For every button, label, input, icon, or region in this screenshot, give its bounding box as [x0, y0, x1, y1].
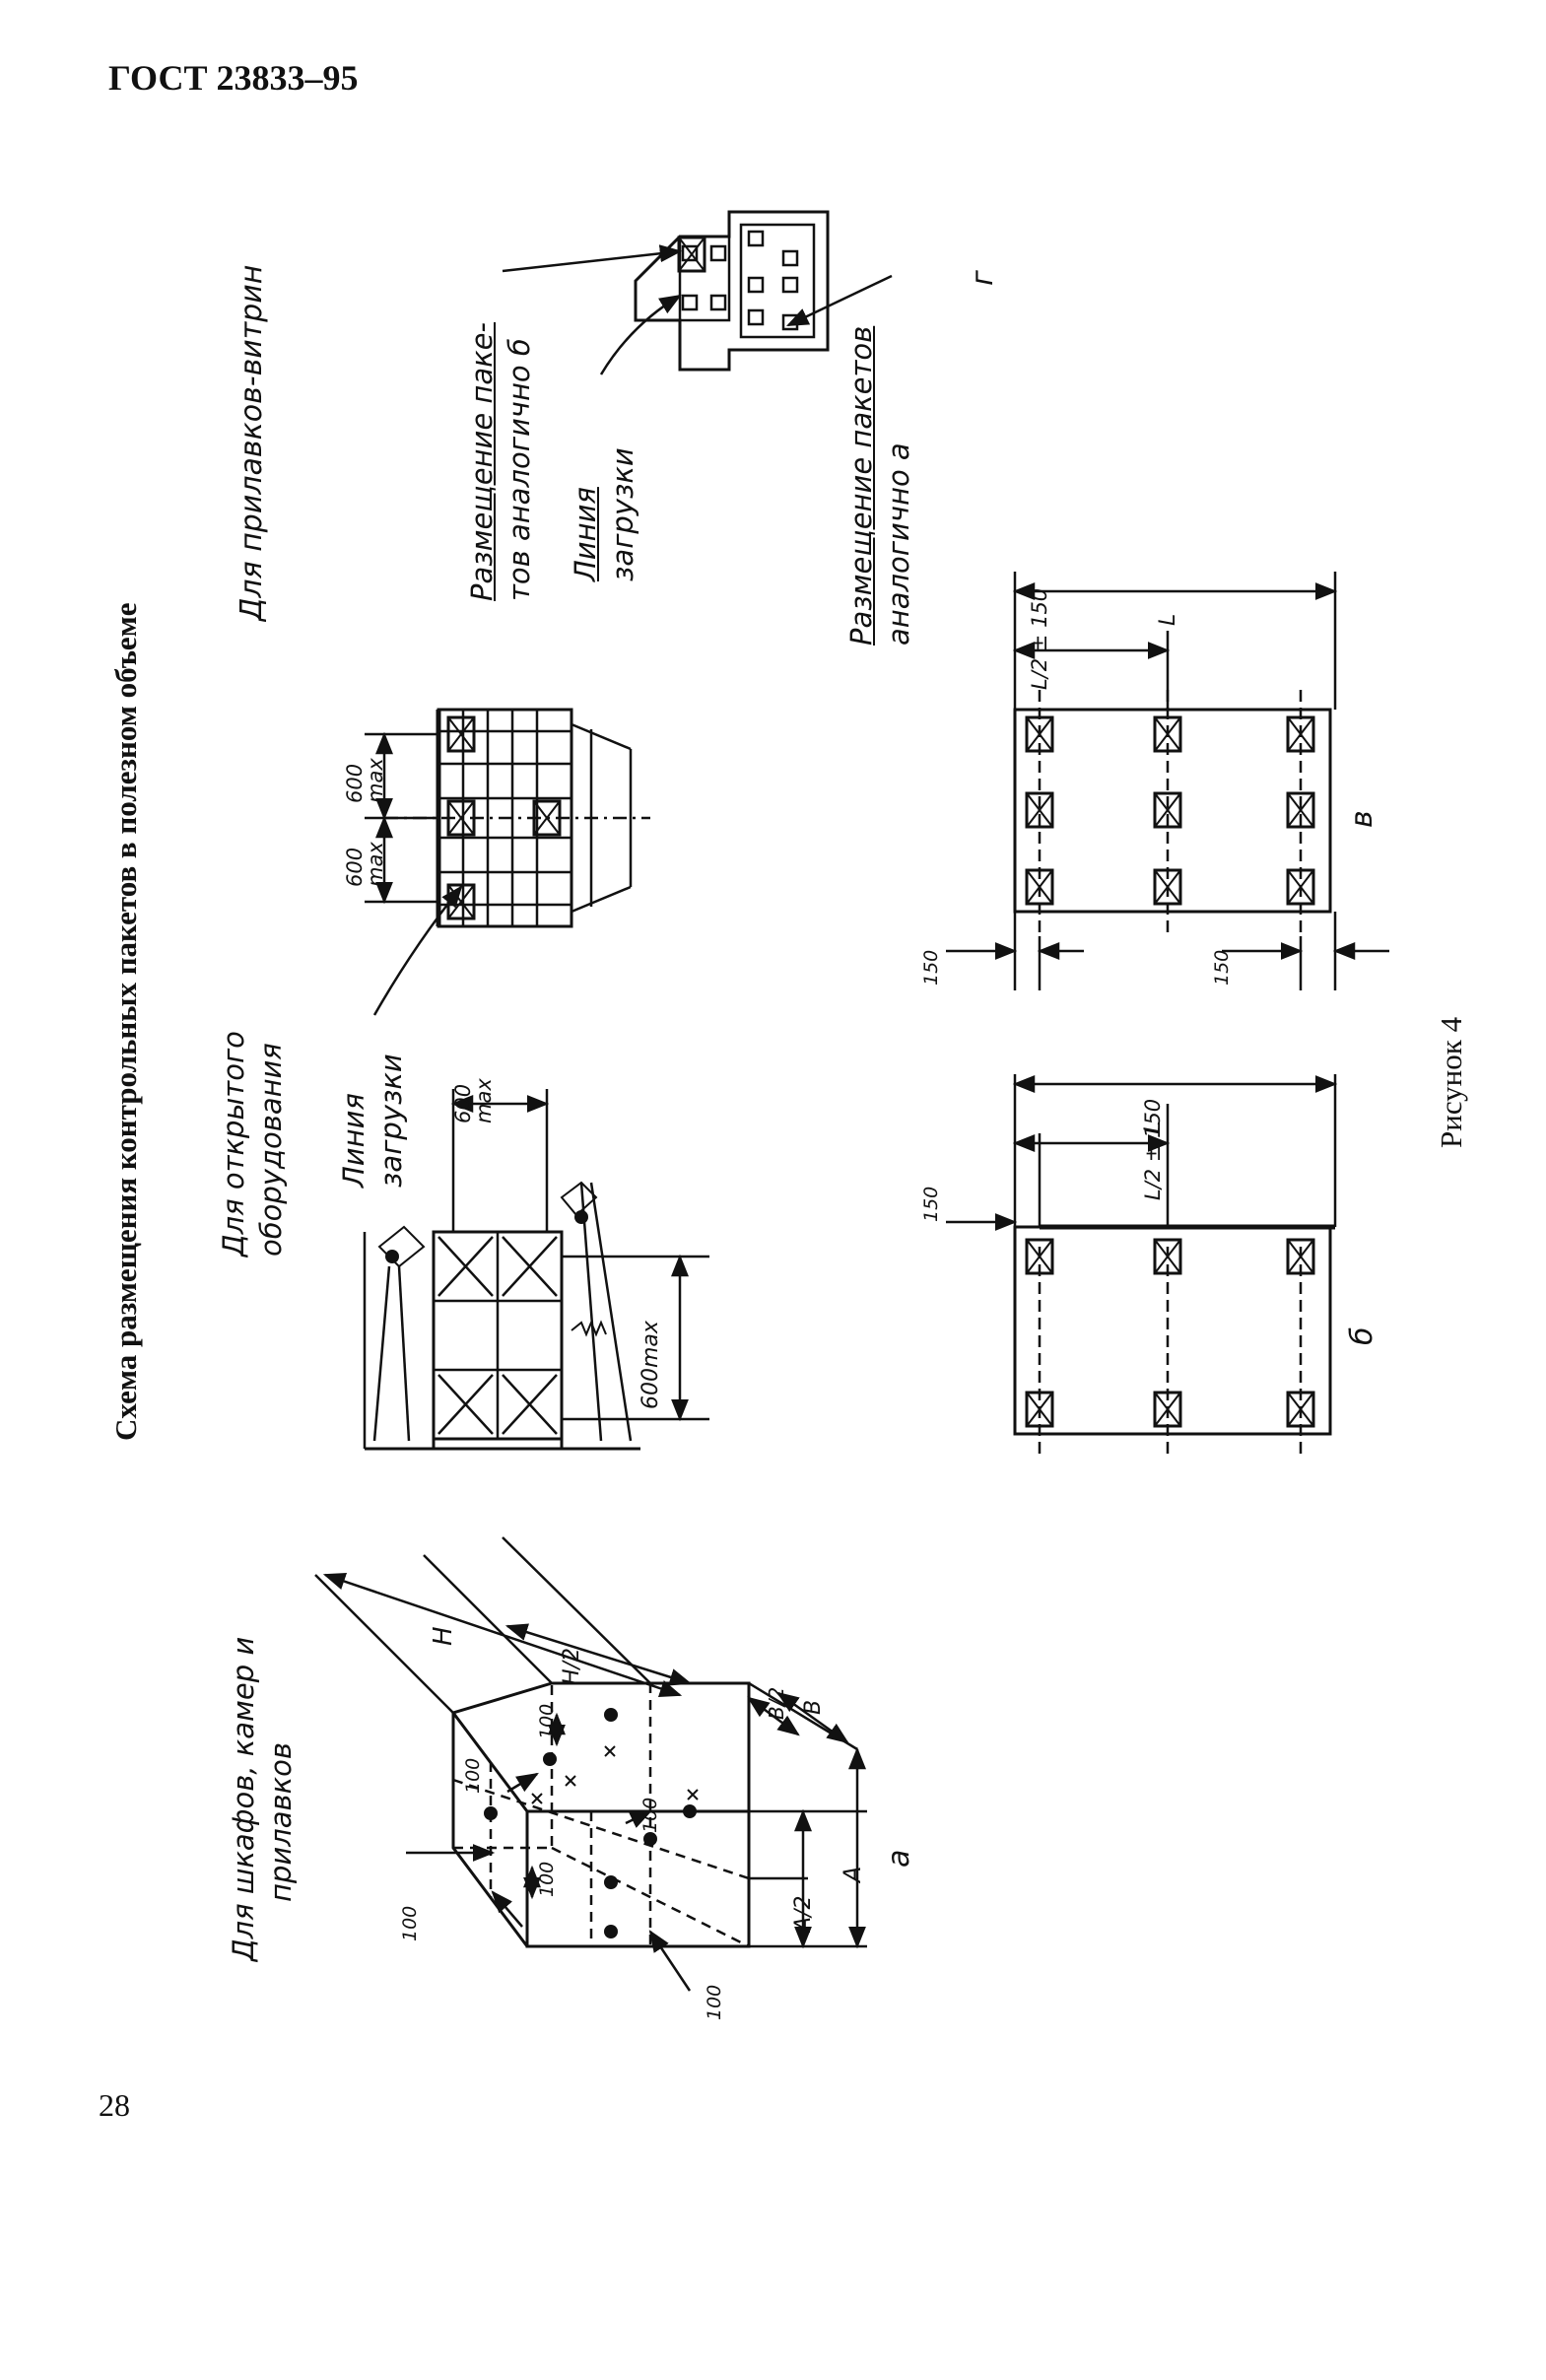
dim-600-left-max: max [364, 842, 387, 887]
dim-L2-b: L/2 ± 150 [1141, 1098, 1165, 1200]
dim-H: H [429, 1626, 458, 1646]
section-a-letter: а [882, 1849, 916, 1868]
open-load-line-label: Линия загрузки [335, 1054, 410, 1188]
dim-B2: B/2 [765, 1686, 788, 1720]
section-a-heading-line1: Для шкафов, камер и [227, 1636, 260, 1961]
dim-600-left-value: 600 [343, 847, 367, 887]
open-equipment-heading: Для открытого оборудования [215, 1031, 290, 1257]
dim-A: A [839, 1866, 866, 1882]
dim-100-bottom: 100 [536, 1861, 558, 1897]
dim-100-side: 100 [462, 1757, 484, 1794]
dim-100-left: 100 [399, 1905, 421, 1941]
counter-showcase-plan [502, 210, 893, 375]
dim-L-v: L [1156, 613, 1180, 626]
dim-100-mid: 100 [639, 1797, 661, 1833]
dim-600max-height: 600max [639, 1321, 663, 1409]
dim-100-front: 100 [704, 1984, 725, 2020]
open-load-line1: Линия [337, 1093, 370, 1188]
section-g-heading: Для прилавков-витрин [235, 264, 269, 621]
section-v-letter: в [1345, 810, 1379, 828]
open-heading-line1: Для открытого [217, 1031, 250, 1257]
page-number: 28 [99, 2087, 130, 2123]
open-load-line2: загрузки [374, 1054, 408, 1188]
g-load-line2: загрузки [606, 447, 639, 581]
plan-b [946, 1074, 1338, 1459]
g-load-line-label: Линия загрузки [567, 447, 641, 581]
figure-caption: Рисунок 4 [1434, 1016, 1468, 1148]
place-a-line2: аналогично а [882, 442, 915, 646]
g-load-line1: Линия [569, 487, 602, 581]
open-equipment-side-view [363, 1089, 709, 1451]
place-b-line1: Размещение паке- [465, 322, 499, 601]
dim-L2-v: L/2 ± 150 [1028, 587, 1051, 690]
dim-600-width: 600 max [451, 1078, 496, 1123]
place-a-label: Размещение пакетов аналогично а [842, 326, 917, 646]
dim-B: B [801, 1699, 826, 1715]
box-perspective [314, 1536, 867, 1992]
place-b-line2: тов аналогично б [503, 338, 536, 601]
open-heading-line2: оборудования [254, 1043, 288, 1257]
dim-150-v-bottom: 150 [1211, 949, 1233, 986]
dim-600-width-value: 600 [451, 1083, 475, 1123]
section-a-heading-line2: прилавков [264, 1742, 298, 1902]
section-g-letter: г [966, 270, 1000, 286]
dim-A2: A/2 [791, 1895, 816, 1932]
dim-150-b: 150 [920, 1186, 942, 1222]
section-a-heading: Для шкафов, камер и прилавков [225, 1637, 300, 1961]
control-points [484, 1708, 697, 1938]
place-a-line1: Размещение пакетов [844, 325, 878, 646]
dim-H2: H/2 [560, 1648, 584, 1685]
dim-600-left: 600 max [343, 842, 387, 887]
plan-v [946, 572, 1389, 990]
figure-title: Схема размещения контрольных пакетов в п… [108, 602, 143, 1441]
dim-600-right: 600 max [343, 758, 387, 803]
open-equipment-top-view [365, 708, 650, 1016]
dim-600-right-max: max [364, 758, 387, 803]
dim-600-width-max: max [472, 1078, 496, 1123]
document-code: ГОСТ 23833–95 [108, 58, 359, 98]
dim-100-top: 100 [536, 1703, 558, 1739]
dim-600-right-value: 600 [343, 763, 367, 803]
dim-150-v-top: 150 [920, 949, 942, 986]
section-b-letter: б [1345, 1326, 1379, 1345]
place-b-label: Размещение паке- тов аналогично б [463, 322, 538, 601]
